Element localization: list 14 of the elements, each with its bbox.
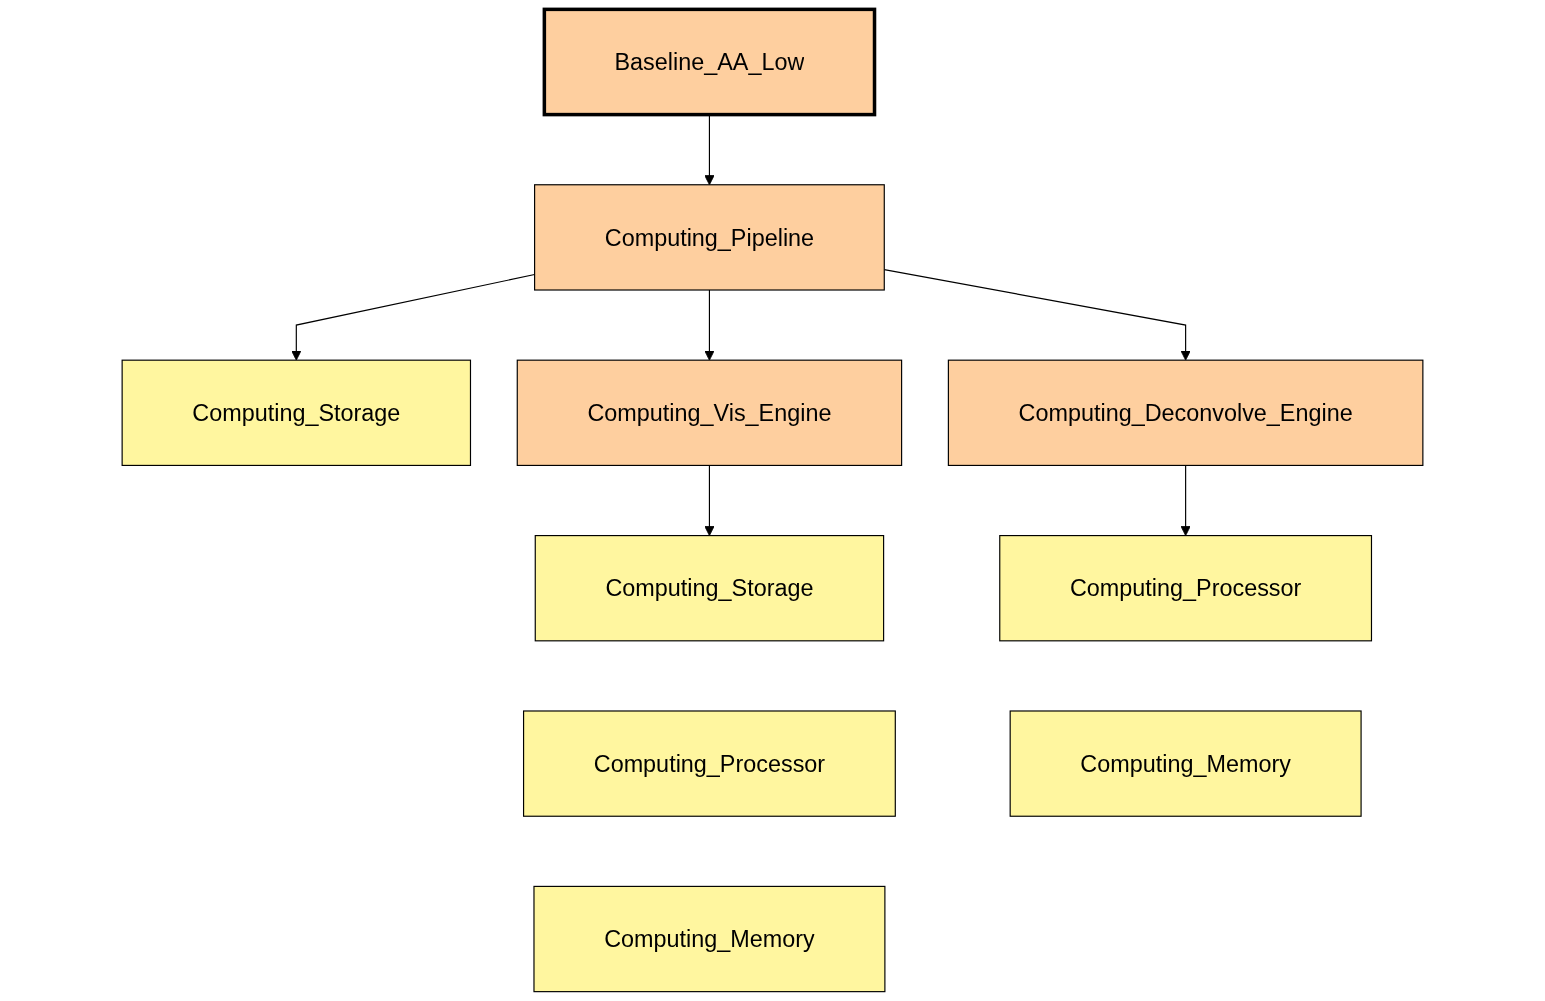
node-box: Computing_Pipeline [534, 184, 885, 291]
node-box: Computing_Processor [523, 710, 896, 817]
node-box: Computing_Deconvolve_Engine [947, 359, 1424, 466]
arrow [1180, 464, 1191, 537]
node-box: Baseline_AA_Low [542, 7, 877, 117]
arrow [704, 114, 715, 186]
node-box: Computing_Memory [533, 885, 886, 993]
node-box: Computing_Storage [121, 359, 472, 466]
node-box: Computing_Memory [1009, 710, 1362, 817]
node-box: Computing_Processor [999, 535, 1373, 642]
node-box: Computing_Vis_Engine [516, 359, 903, 466]
node-box: Computing_Storage [534, 535, 885, 642]
arrow [704, 464, 715, 537]
arrow [704, 289, 715, 361]
